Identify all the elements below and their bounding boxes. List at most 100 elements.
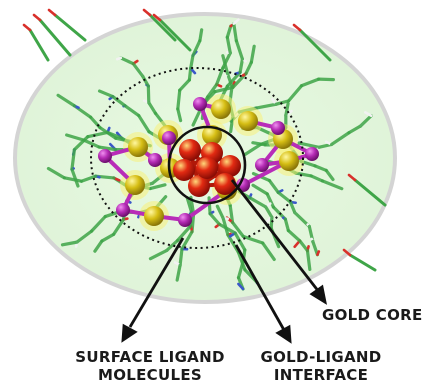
ligand-bond xyxy=(165,238,180,253)
gold-interface-atom xyxy=(144,206,164,226)
ligand-bond xyxy=(98,126,118,140)
ligand-bond xyxy=(251,183,269,196)
ligand-bond xyxy=(241,234,265,245)
ligand-bond xyxy=(286,84,304,103)
ligand-bond xyxy=(286,228,302,243)
ligand-bond xyxy=(185,196,194,214)
ligand-bond xyxy=(265,192,276,209)
ligand-bond xyxy=(294,171,313,178)
ligand-side-bond xyxy=(229,23,234,28)
ligand-bond xyxy=(119,56,135,66)
ligand-bond xyxy=(147,101,158,115)
ligand-bond xyxy=(298,239,310,253)
arrow-interface-line xyxy=(234,244,286,331)
gold-core-atoms xyxy=(173,139,241,197)
gold-interface-atom xyxy=(202,125,222,145)
ligand-bond xyxy=(261,241,276,262)
ligand-bond xyxy=(226,72,234,89)
ligand-bond xyxy=(233,231,247,252)
ligand-bond xyxy=(215,204,225,220)
ligand-bond xyxy=(299,77,321,88)
ligand-bond xyxy=(230,220,245,238)
label-surface-ligand-line2: MOLECULES xyxy=(98,366,202,384)
ligand-bond xyxy=(248,196,268,209)
ligand-side-bond xyxy=(316,250,321,256)
arrow-interface-head xyxy=(275,324,292,344)
ligand-bond xyxy=(358,114,373,128)
ligand-bond xyxy=(158,18,192,52)
ligand-bond xyxy=(244,60,253,76)
ligand-bond xyxy=(178,247,184,267)
ligand-bond xyxy=(189,53,195,70)
ligand-bond xyxy=(148,13,177,42)
ligand-bond xyxy=(111,94,127,108)
ligand-bond xyxy=(353,178,387,207)
ligand-bond xyxy=(97,145,118,152)
ligand-bond xyxy=(267,178,280,194)
ligand-bond xyxy=(298,28,332,62)
ligand-bond xyxy=(70,148,76,171)
ligand-side-bond xyxy=(342,248,352,257)
ligand-bond xyxy=(283,217,290,233)
ligand-bond xyxy=(226,233,240,254)
arrow-gold-core-line xyxy=(230,179,321,293)
gold-core-atom xyxy=(179,139,201,161)
gold-interface-atom xyxy=(211,99,231,119)
ligand-bond xyxy=(238,57,245,75)
ligand-bond xyxy=(137,113,151,134)
ligand-bond xyxy=(46,166,66,180)
annotation-arrows xyxy=(121,179,328,344)
ligand-bond xyxy=(89,214,107,233)
ligand-side-bond xyxy=(115,56,123,61)
ligand-bond xyxy=(313,164,328,173)
ligand-bond xyxy=(305,249,312,271)
gold-core-atom xyxy=(188,175,210,197)
gold-interface-atom xyxy=(238,111,258,131)
arrow-ligand-line xyxy=(128,237,185,328)
interface-boundary xyxy=(90,67,304,249)
label-surface-ligand: SURFACE LIGAND MOLECULES xyxy=(60,348,240,384)
ligand-bond xyxy=(347,124,362,135)
label-surface-ligand-line1: SURFACE LIGAND xyxy=(75,348,225,366)
ligand-bond xyxy=(123,104,141,118)
ligand-bond xyxy=(148,183,167,191)
ligand-side-bond xyxy=(22,23,32,32)
sulfur-atom xyxy=(116,203,130,217)
ligand-side-bond xyxy=(152,13,162,22)
ligand-side-bond xyxy=(364,111,373,118)
sulfur-atom xyxy=(98,149,112,163)
ligand-bond xyxy=(225,24,233,39)
ligand-bond xyxy=(348,253,377,272)
ligand-bond xyxy=(317,142,334,149)
sulfur-atom xyxy=(193,97,207,111)
ligand-side-bond xyxy=(237,282,245,291)
ligand-bond xyxy=(228,203,235,224)
ligand-bond xyxy=(70,167,80,188)
ligand-bond xyxy=(62,176,84,183)
ligand-bond xyxy=(103,210,121,219)
ligand-bond xyxy=(215,66,225,87)
sulfur-atom xyxy=(178,213,192,227)
ligand-bond xyxy=(254,102,278,110)
ligand-bond xyxy=(311,239,320,257)
sulfur-atom xyxy=(271,121,285,135)
gold-interface-atom xyxy=(125,175,145,195)
ligand-bond xyxy=(176,88,182,111)
sulfur-atom xyxy=(148,153,162,167)
ligand-bond xyxy=(93,239,104,253)
ligand-bond xyxy=(208,212,221,226)
ligand-bond xyxy=(82,138,101,149)
ligand-bond xyxy=(243,142,263,156)
ligand-bond xyxy=(187,66,193,82)
sulfur-atom xyxy=(162,131,176,145)
ligand-side-bond xyxy=(32,13,42,22)
ligand-bond xyxy=(274,99,291,106)
ligand-bond xyxy=(297,141,321,149)
ligand-bond xyxy=(86,130,110,139)
ligand-bond xyxy=(75,229,94,244)
ligand-bond xyxy=(131,62,145,78)
ligand-bond xyxy=(60,240,79,247)
ligand-side-bond xyxy=(292,23,302,32)
ligand-bond xyxy=(28,28,50,62)
ligand-bond xyxy=(141,74,150,88)
